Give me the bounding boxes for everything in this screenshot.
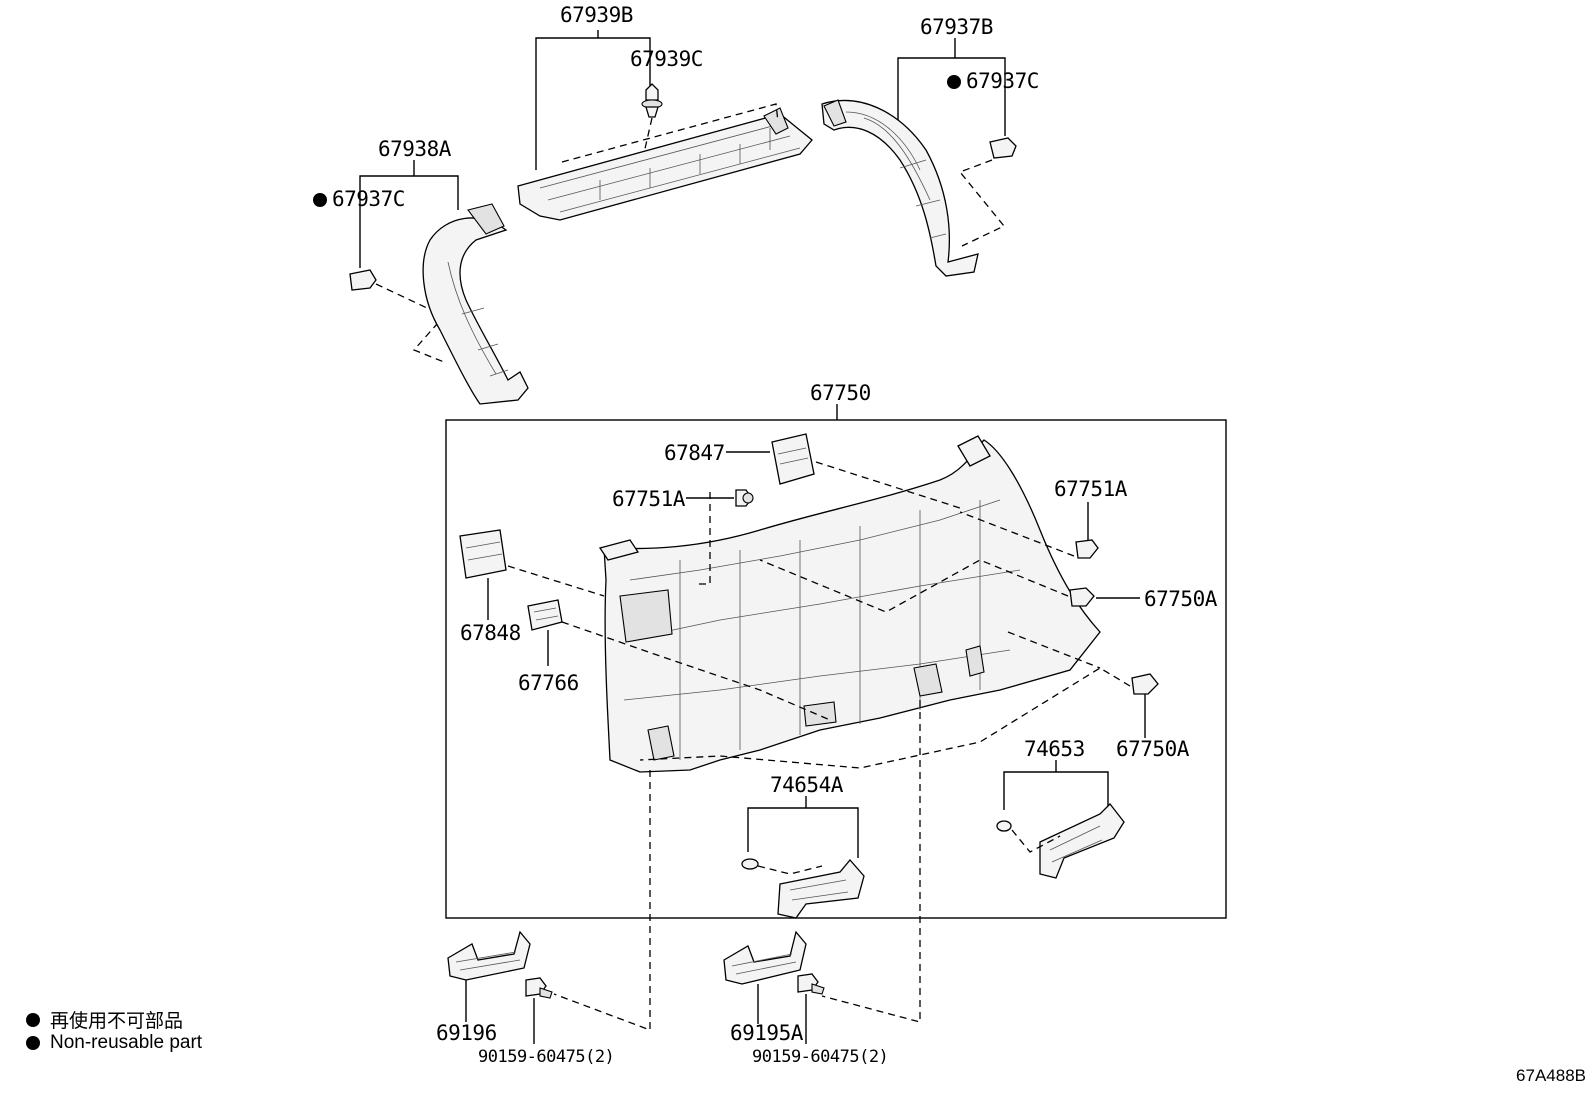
label-67750: 67750 — [810, 381, 871, 405]
bracket-69196-part — [447, 930, 531, 981]
bracket-74653-part — [1039, 803, 1125, 879]
non-reusable-bullet-icon — [26, 1012, 40, 1027]
seal-74654A-icon — [741, 858, 759, 870]
bracket-69195A-part — [723, 930, 807, 985]
assembly-boundary-box — [445, 419, 1227, 919]
label-67848: 67848 — [460, 621, 521, 645]
seal-74653-icon — [996, 820, 1012, 832]
left-pillar-trim-group: 67938A 67937C — [313, 137, 529, 405]
label-67750A-lower: 67750A — [1116, 737, 1190, 761]
clip-67939C-icon — [641, 83, 663, 118]
non-reusable-bullet-icon — [26, 1036, 40, 1050]
label-67751A-left: 67751A — [612, 487, 686, 511]
label-67937C-right: 67937C — [966, 69, 1039, 93]
legend-text-japanese: 再使用不可部品 — [50, 1011, 184, 1032]
diagram-reference-code: 67A488B — [1516, 1066, 1586, 1085]
label-67847: 67847 — [664, 441, 725, 465]
bracket-74654A-part — [777, 858, 865, 919]
label-67766: 67766 — [518, 671, 579, 695]
bolt-90159-left-icon — [525, 977, 553, 999]
clip-67751A-right-icon — [1075, 539, 1099, 559]
pillar-trim-67938A-part — [422, 203, 529, 405]
bracket-67766-part — [527, 599, 563, 631]
non-reusable-marker-icon — [313, 193, 327, 207]
upper-header-trim-group: 67939B 67939C — [517, 3, 813, 221]
label-67937B: 67937B — [920, 15, 993, 39]
label-67938A: 67938A — [378, 137, 452, 161]
label-74654A: 74654A — [770, 773, 844, 797]
right-pillar-trim-group: 67937B 67937C — [821, 15, 1039, 277]
cover-67848-part — [459, 529, 507, 579]
back-door-trim-board-group: 67750 67847 67751A — [445, 381, 1227, 919]
clip-67937C-left-icon — [349, 269, 377, 291]
legend-row-english: Non-reusable part — [26, 1032, 202, 1054]
clip-67750A-lower-icon — [1131, 673, 1159, 695]
label-67937C-left: 67937C — [332, 187, 405, 211]
clip-67750A-upper-icon — [1069, 587, 1095, 607]
clip-67937C-right-icon — [989, 137, 1017, 159]
lower-brackets-group: 69196 90159-60475(2) 69195A 90159-60475(… — [436, 700, 921, 1067]
clip-67751A-left-icon — [735, 489, 754, 507]
header-trim-67939B-part — [517, 107, 813, 221]
non-reusable-marker-icon — [947, 75, 961, 89]
cover-67847-part — [771, 433, 815, 485]
label-90159-60475-right: 90159-60475(2) — [752, 1047, 888, 1067]
label-69196: 69196 — [436, 1021, 497, 1045]
label-90159-60475-left: 90159-60475(2) — [478, 1047, 614, 1067]
trim-board-67750-part — [598, 435, 1101, 773]
legend-text-english: Non-reusable part — [50, 1032, 203, 1053]
label-67751A-right: 67751A — [1054, 477, 1128, 501]
label-67939C: 67939C — [630, 47, 703, 71]
label-69195A: 69195A — [730, 1021, 804, 1045]
pillar-trim-67937B-part — [821, 99, 979, 277]
label-67939B: 67939B — [560, 3, 633, 27]
bolt-90159-right-icon — [797, 973, 825, 995]
label-74653: 74653 — [1024, 737, 1085, 761]
label-67750A-upper: 67750A — [1144, 587, 1218, 611]
legend-row-japanese: 再使用不可部品 — [26, 1006, 183, 1033]
